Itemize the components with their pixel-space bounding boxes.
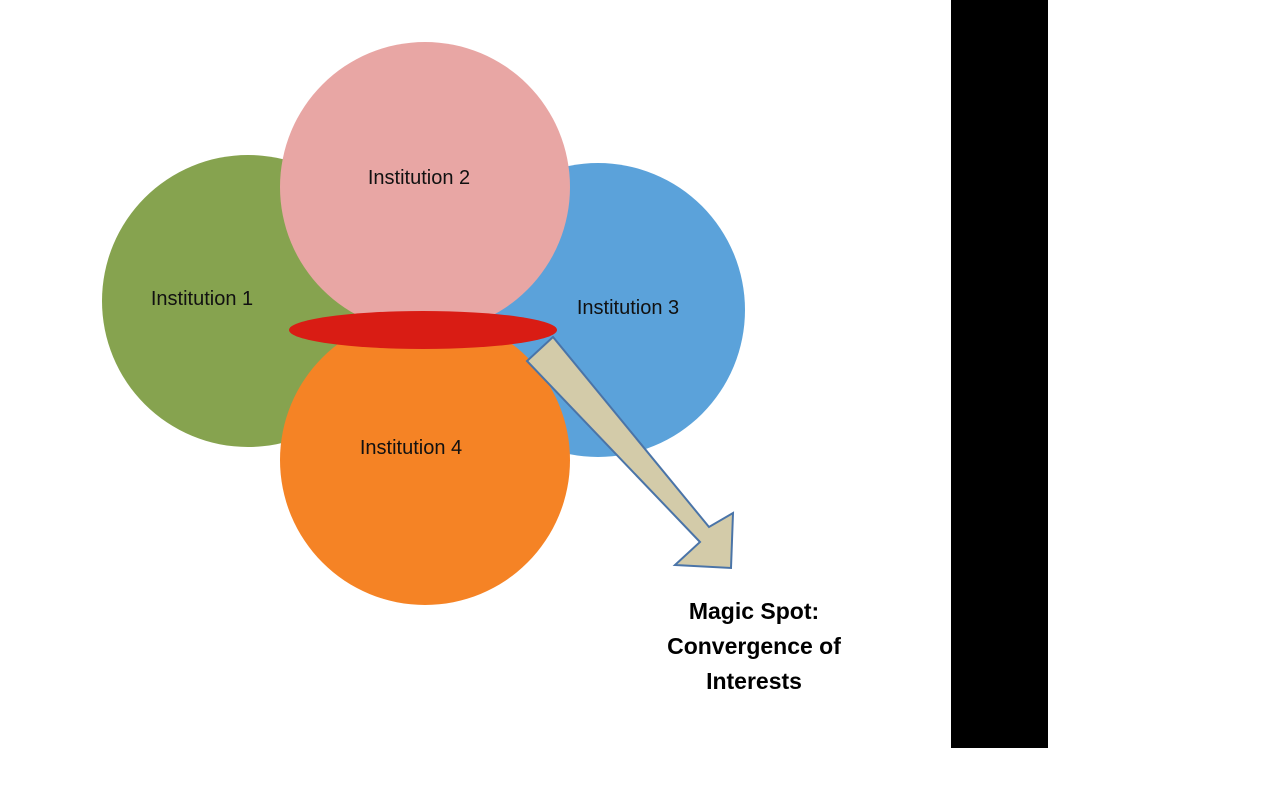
institution-3-label: Institution 3 — [577, 297, 679, 319]
magic-spot-caption-line-1: Magic Spot: — [689, 598, 819, 624]
institution-4-circle — [280, 315, 570, 605]
magic-spot-caption-line-3: Interests — [706, 668, 802, 694]
institution-1-label: Institution 1 — [151, 288, 253, 310]
institution-4-label: Institution 4 — [360, 437, 462, 459]
magic-spot-arrow — [525, 335, 735, 570]
institution-2-circle — [280, 42, 570, 332]
magic-spot-caption-line-2: Convergence of — [667, 633, 841, 659]
magic-spot-ellipse — [289, 311, 557, 349]
side-panel — [951, 0, 1048, 748]
institution-2-label: Institution 2 — [368, 167, 470, 189]
